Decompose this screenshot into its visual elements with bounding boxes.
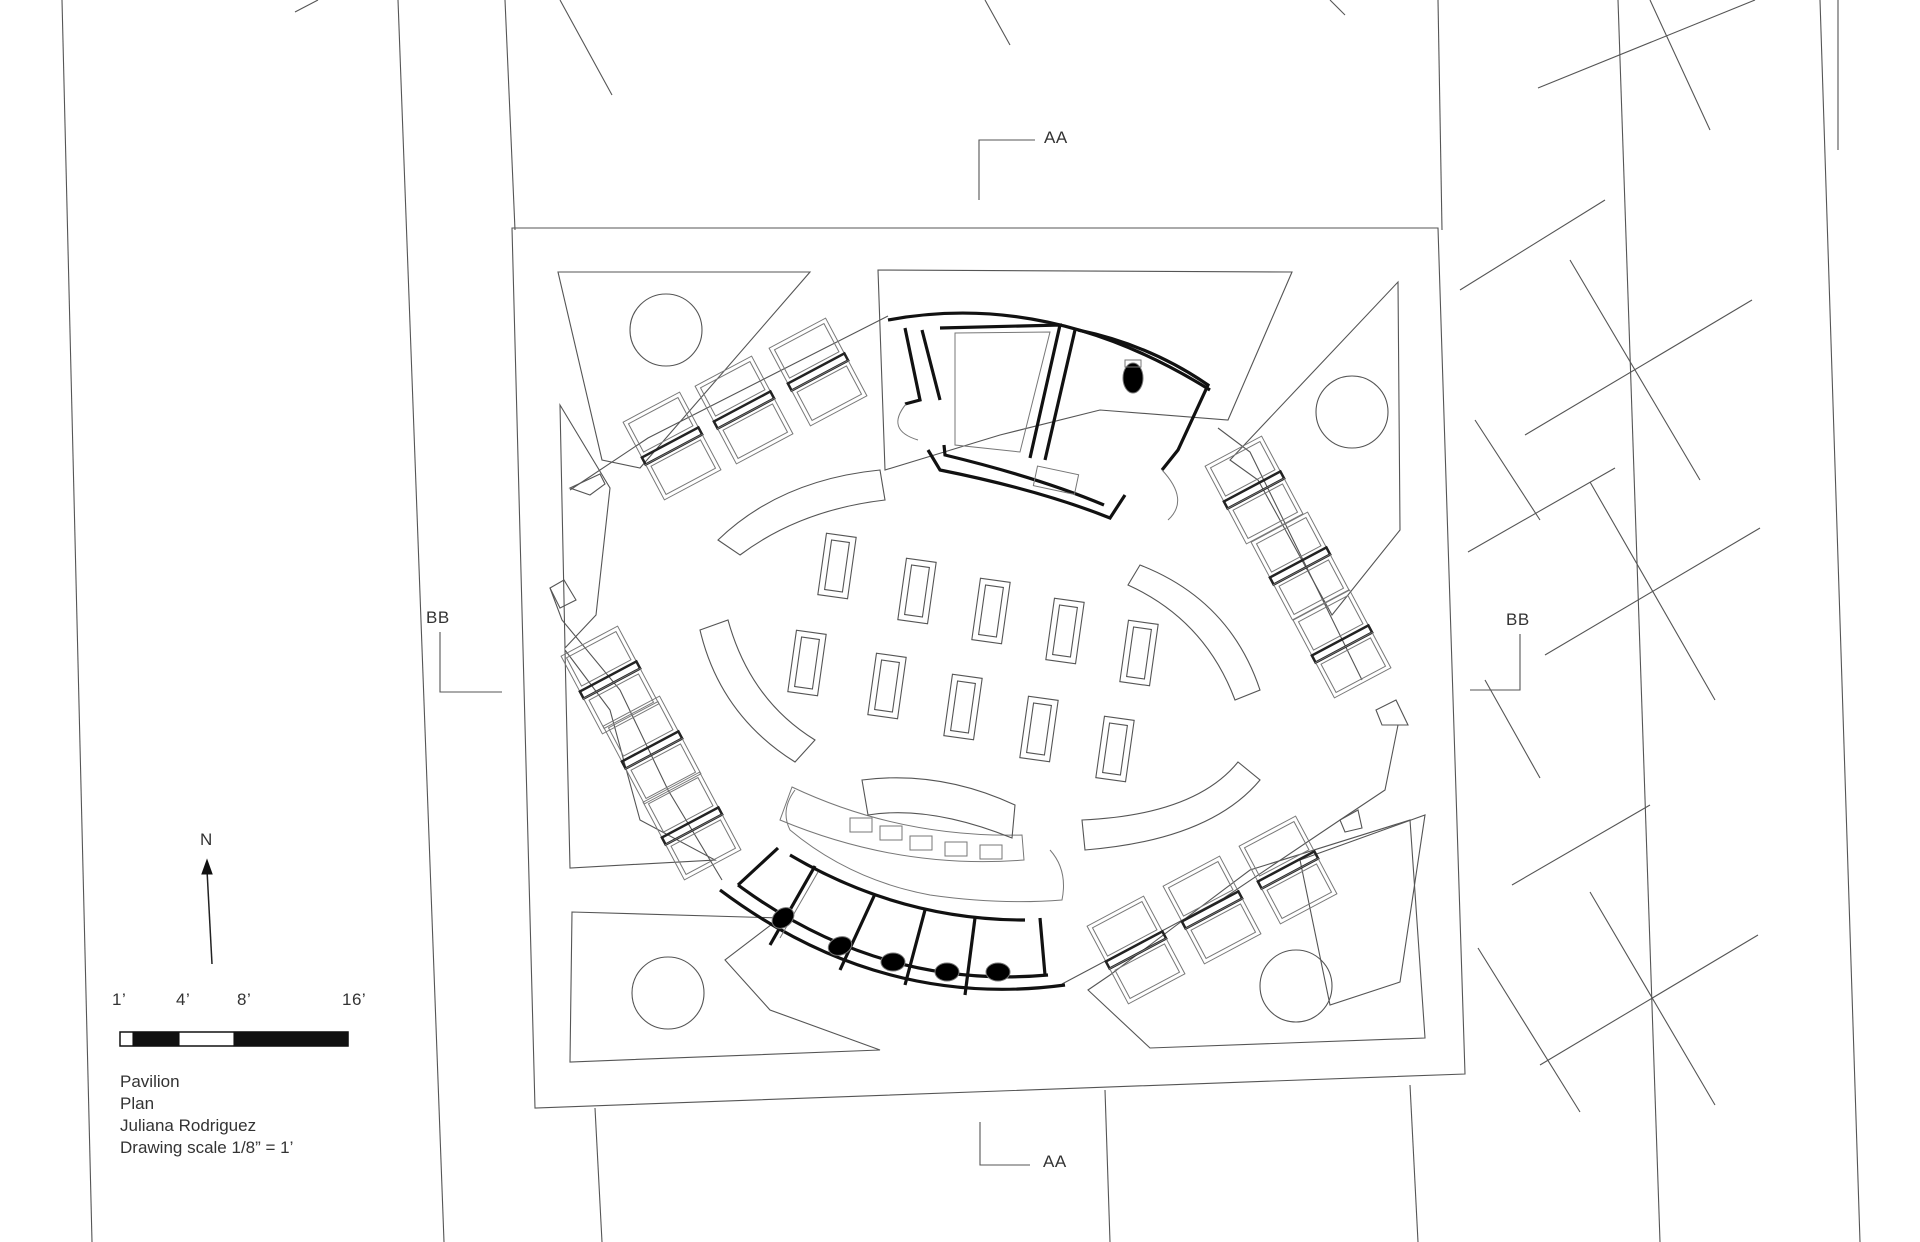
section-cut-markers (439, 139, 1521, 1166)
north-arrow-icon (201, 858, 213, 965)
north-arrow-label: N (200, 830, 213, 849)
context-lines (61, 0, 1861, 1242)
scale-tick-label: 8’ (237, 990, 252, 1009)
section-mark-bb-right: BB (1506, 610, 1530, 629)
scale-bar (119, 1031, 349, 1047)
loungers (560, 317, 1392, 1005)
scale-tick-label: 16’ (342, 990, 367, 1009)
landscape-planters (557, 269, 1426, 1063)
wall-pieces (549, 473, 1409, 833)
section-mark-aa-top: AA (1044, 128, 1068, 147)
section-mark-aa-bottom: AA (1043, 1152, 1067, 1171)
scale-tick-label: 1’ (112, 990, 127, 1009)
site-boundary (511, 227, 1466, 1109)
author-name: Juliana Rodriguez (120, 1116, 257, 1135)
sheet-name: Plan (120, 1094, 155, 1113)
interior-seating (699, 469, 1261, 851)
scale-tick-label: 4’ (176, 990, 191, 1009)
section-mark-bb-left: BB (426, 608, 450, 627)
drawing-scale: Drawing scale 1/8” = 1’ (120, 1138, 294, 1157)
north-restroom-block (887, 311, 1211, 521)
project-name: Pavilion (120, 1072, 180, 1091)
south-restroom-block (719, 786, 1066, 996)
title-block: Pavilion Plan Juliana Rodriguez Drawing … (120, 1071, 293, 1159)
